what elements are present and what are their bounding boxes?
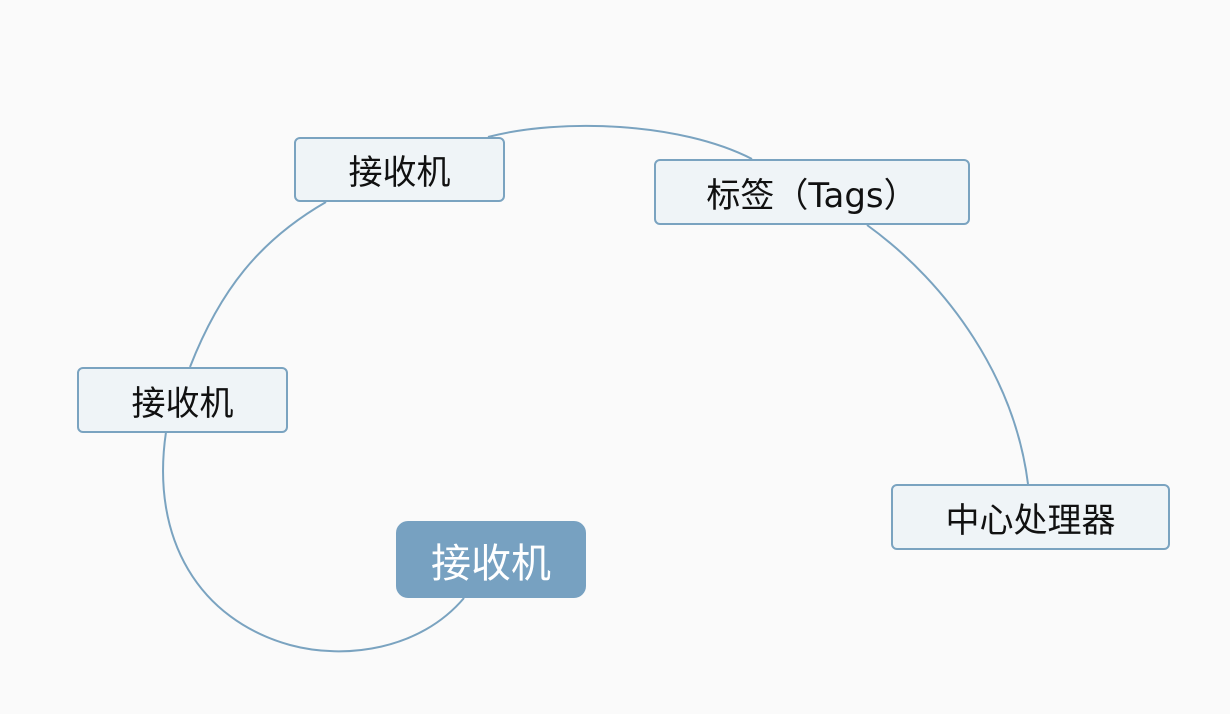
node-receiver-main[interactable]: 接收机 [396, 521, 586, 598]
node-receiver-top[interactable]: 接收机 [294, 137, 505, 202]
node-tags-label: 标签（Tags） [706, 175, 918, 216]
node-receiver-main-label: 接收机 [431, 540, 551, 587]
node-central-processor-label: 中心处理器 [945, 500, 1116, 541]
connector-tags-to-cpu [866, 224, 1029, 485]
connector-receiver-left-to-receiver-top [189, 201, 327, 368]
node-receiver-left[interactable]: 接收机 [77, 367, 288, 433]
connector-receiver-top-to-tags [487, 124, 753, 160]
node-receiver-top-label: 接收机 [348, 153, 451, 193]
connector-receiver-main-to-receiver-left [162, 431, 465, 653]
node-receiver-left-label: 接收机 [131, 383, 234, 424]
node-tags[interactable]: 标签（Tags） [654, 159, 970, 225]
node-central-processor[interactable]: 中心处理器 [891, 484, 1170, 550]
